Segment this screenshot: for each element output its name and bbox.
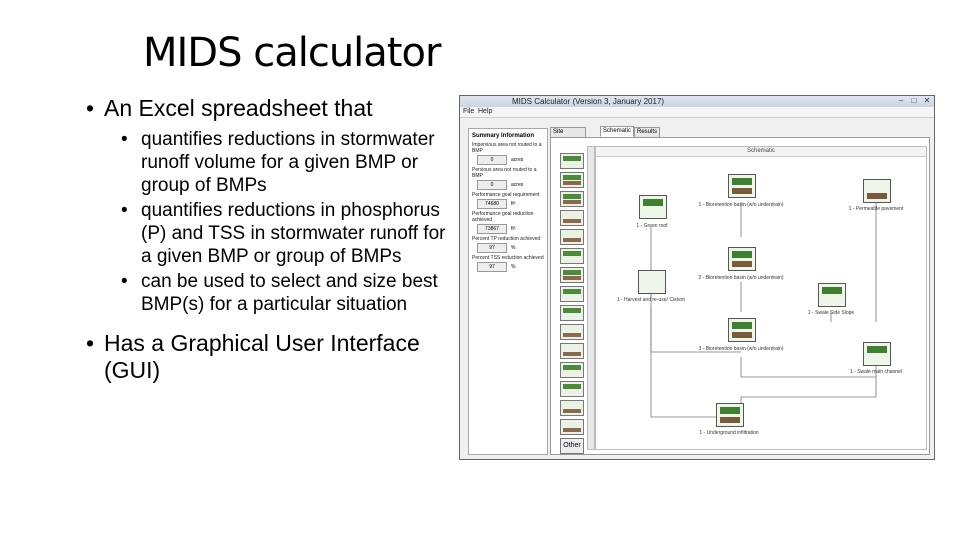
impervious-unit: acres — [511, 157, 524, 163]
node-bioretention-2[interactable] — [728, 247, 756, 271]
palette-underground-icon[interactable] — [560, 419, 584, 435]
palette-infiltration-icon[interactable] — [560, 210, 584, 226]
palette-bioretention-icon[interactable] — [560, 191, 584, 207]
palette-pond-icon[interactable] — [560, 343, 584, 359]
achieved-value: 73867 — [477, 224, 507, 234]
menu-bar: File Help — [460, 107, 934, 118]
maximize-button[interactable]: □ — [911, 96, 917, 105]
impervious-label: Impervious area not routed to a BMP — [472, 142, 542, 154]
node-bioretention-1[interactable] — [728, 174, 756, 198]
node-green-roof[interactable] — [639, 195, 667, 219]
impervious-value: 0 — [477, 155, 507, 165]
palette-sand-filter-icon[interactable] — [560, 400, 584, 416]
node-label-bioretention-2: 2 - Bioretention basin (w/o underdrain) — [698, 275, 784, 281]
node-label-bioretention-3: 3 - Bioretention basin (w/o underdrain) — [698, 346, 784, 352]
palette-tree-trench-icon[interactable] — [560, 267, 584, 283]
menu-help[interactable]: Help — [478, 108, 493, 115]
node-label-swale-main-channel: 1 - Swale main channel — [850, 369, 902, 375]
goal-unit: ft³ — [511, 201, 516, 207]
schematic-panel: Other Schematic 1 - Green roof — [550, 137, 930, 455]
pervious-value: 0 — [477, 180, 507, 190]
palette-wetland-icon[interactable] — [560, 362, 584, 378]
palette-wet-swale-icon[interactable] — [560, 324, 584, 340]
slide-title: MIDS calculator — [143, 30, 441, 76]
node-label-underground-infiltration: 1 - Underground infiltration — [699, 430, 759, 436]
mids-calculator-window: MIDS Calculator (Version 3, January 2017… — [459, 95, 935, 460]
node-label-permeable-pavement: 1 - Permeable pavement — [848, 206, 904, 212]
node-harvest-cistern[interactable] — [638, 270, 666, 294]
window-title: MIDS Calculator (Version 3, January 2017… — [512, 97, 665, 106]
node-label-swale-side-slope: 1 - Swale Side Slope — [807, 310, 855, 316]
schematic-header: Schematic — [596, 147, 926, 157]
bullet-gui: Has a Graphical User Interface (GUI) — [86, 330, 446, 384]
palette-swale-main-channel-icon[interactable] — [560, 305, 584, 321]
bullet-list: An Excel spreadsheet that quantifies red… — [86, 95, 446, 384]
tss-label: Percent TSS reduction achieved — [472, 255, 544, 261]
palette-bioretention-icon[interactable] — [560, 172, 584, 188]
schematic-canvas[interactable]: Schematic 1 - Green roof 1 - Bioretentio… — [595, 146, 927, 450]
pervious-unit: acres — [511, 182, 524, 188]
window-titlebar: MIDS Calculator (Version 3, January 2017… — [460, 96, 934, 107]
palette-tree-icon[interactable] — [560, 248, 584, 264]
palette-other-button[interactable]: Other — [560, 438, 584, 454]
tp-label: Percent TP reduction achieved — [472, 236, 541, 242]
sub-bullet-volume: quantifies reductions in stormwater runo… — [86, 128, 446, 197]
sub-bullet-select: can be used to select and size best BMP(… — [86, 270, 446, 316]
bullet-excel: An Excel spreadsheet that — [86, 95, 446, 122]
summary-heading: Summary Information — [472, 133, 535, 139]
node-bioretention-3[interactable] — [728, 318, 756, 342]
palette-swale-side-slope-icon[interactable] — [560, 286, 584, 302]
node-swale-side-slope[interactable] — [818, 283, 846, 307]
goal-value: 74680 — [477, 199, 507, 209]
tss-value: 97 — [477, 262, 507, 272]
palette-green-roof-icon[interactable] — [560, 153, 584, 169]
node-label-harvest-cistern: 1 - Harvest and re-use/ Cistern — [616, 297, 686, 303]
tp-value: 97 — [477, 243, 507, 253]
palette-filter-strip-icon[interactable] — [560, 381, 584, 397]
node-swale-main-channel[interactable] — [863, 342, 891, 366]
achieved-label: Performance goal reduction achieved — [472, 211, 534, 223]
tab-schematic[interactable]: Schematic — [600, 126, 635, 137]
achieved-unit: ft³ — [511, 226, 516, 232]
palette-scrollbar[interactable] — [587, 146, 595, 450]
node-label-bioretention-1: 1 - Bioretention basin (w/o underdrain) — [698, 202, 784, 208]
tp-unit: % — [511, 245, 516, 251]
tss-unit: % — [511, 264, 516, 270]
bmp-palette: Other — [560, 153, 584, 457]
palette-permeable-pavement-icon[interactable] — [560, 229, 584, 245]
minimize-button[interactable]: – — [898, 96, 904, 105]
node-underground-infiltration[interactable] — [716, 403, 744, 427]
node-label-green-roof: 1 - Green roof — [636, 223, 668, 229]
summary-panel: Summary Information Impervious area not … — [468, 128, 548, 455]
close-button[interactable]: ✕ — [923, 96, 931, 105]
goal-label: Performance goal requirement — [472, 192, 540, 198]
sub-bullet-phosphorus: quantifies reductions in phosphorus (P) … — [86, 199, 446, 268]
menu-file[interactable]: File — [463, 108, 475, 115]
pervious-label: Pervious area not routed to a BMP — [472, 167, 537, 179]
node-permeable-pavement[interactable] — [863, 179, 891, 203]
